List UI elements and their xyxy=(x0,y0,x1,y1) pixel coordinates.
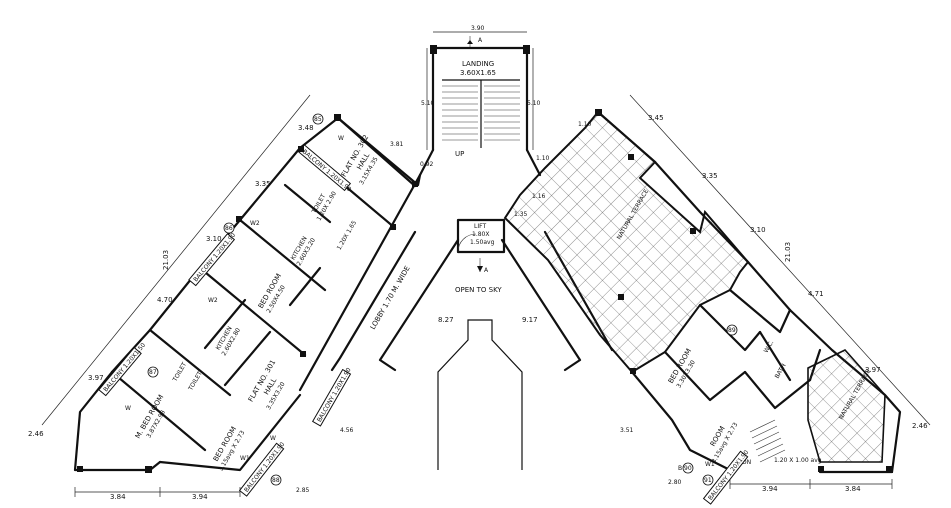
west-misc-4: 2.85 xyxy=(296,487,310,494)
east-bedroom: BED ROOM 3.30X3.30 xyxy=(667,347,697,389)
lift-size: 1.80X xyxy=(472,231,489,238)
west-unit-marker-1: 85 xyxy=(312,113,324,125)
window-w2-2: W2 xyxy=(208,297,218,304)
svg-text:86: 86 xyxy=(225,225,233,232)
center-dim-right: 9.17 xyxy=(522,316,538,324)
west-balcony-3: BALCONY 1.20X1.50 xyxy=(98,342,147,397)
east-stair-steps xyxy=(749,419,786,463)
bedroom-301: BED ROOM 3.15avg X 2.73 xyxy=(212,425,247,472)
east-room: ROOM 3.15avg X 2.73 xyxy=(709,421,740,464)
staircase: 3.90 A LANDING 3.60X1.65 UP 5.10 5.10 xyxy=(421,25,541,158)
window-w-3: W xyxy=(270,435,276,442)
svg-text:1.20X 1.65: 1.20X 1.65 xyxy=(336,219,359,251)
svg-text:BALCONY 1.20X1.90: BALCONY 1.20X1.90 xyxy=(243,441,286,494)
east-window-w1: W1 xyxy=(705,461,715,468)
center-dim-left: 8.27 xyxy=(438,316,454,324)
svg-text:TOILET: TOILET xyxy=(187,370,204,393)
west-outer-length: 21.03 xyxy=(162,250,170,270)
up-label: UP xyxy=(455,150,464,158)
east-bottom-dim-1: 3.94 xyxy=(762,485,778,493)
east-wing: 21.03 3.45 3.35 3.10 4.71 3.97 2.46 NATU… xyxy=(503,94,931,505)
west-unit-marker-3: 87 xyxy=(147,366,159,378)
svg-text:91: 91 xyxy=(704,477,712,484)
east-outer-length: 21.03 xyxy=(784,242,792,262)
west-wing: 21.03 3.48 3.35 3.10 4.70 3.97 2.46 BALC… xyxy=(28,94,434,501)
svg-text:TOILET: TOILET xyxy=(171,361,188,384)
kitchen-302: KITCHEN 2.60X3.20 xyxy=(290,235,317,267)
west-misc-2: 0.92 xyxy=(420,161,434,168)
east-stair-dim: 1.20 X 1.00 avg xyxy=(774,457,822,464)
west-toilets: TOILET TOILET xyxy=(171,361,204,393)
svg-text:88: 88 xyxy=(272,477,280,484)
kitchen-301: KITCHEN 2.60X2.80 xyxy=(215,325,242,357)
east-dim-3: 3.10 xyxy=(750,226,766,234)
west-misc-1: 3.81 xyxy=(390,141,404,148)
svg-text:BALCONY 1.20X1.90: BALCONY 1.20X1.90 xyxy=(316,367,353,424)
east-dim-1: 3.45 xyxy=(648,114,664,122)
section-mark-bottom: A xyxy=(484,267,489,274)
svg-text:90: 90 xyxy=(684,465,692,472)
east-dim-5: 3.97 xyxy=(865,366,881,374)
east-misc-5: 3.51 xyxy=(620,427,634,434)
lift-title: LIFT xyxy=(474,223,486,230)
east-misc-1: 1.10 xyxy=(578,121,592,128)
west-misc-3: 4.56 xyxy=(340,427,354,434)
dn-label: DN xyxy=(742,459,751,466)
west-dim-4: 4.70 xyxy=(157,296,173,304)
svg-text:87: 87 xyxy=(149,369,157,376)
east-dim-4: 4.71 xyxy=(808,290,824,298)
svg-text:BALCONY 1.20X1.50: BALCONY 1.20X1.50 xyxy=(102,342,147,394)
svg-text:89: 89 xyxy=(728,327,736,334)
stair-width-dim: 3.90 xyxy=(471,25,485,32)
east-unit-marker-3: 91 xyxy=(702,474,714,486)
section-mark-top: A xyxy=(478,37,483,44)
east-dim-6: 2.46 xyxy=(912,422,928,430)
east-misc-6: 2.80 xyxy=(668,479,682,486)
east-section-b: B xyxy=(678,465,682,472)
svg-text:85: 85 xyxy=(314,116,322,123)
west-dim-3: 3.10 xyxy=(206,235,222,243)
east-misc-3: 1.16 xyxy=(532,193,546,200)
west-unit-marker-2: 86 xyxy=(223,222,235,234)
toilet-302: TOILET 1.20X 2.90 xyxy=(310,190,338,222)
east-unit-marker-2: 90 xyxy=(682,462,694,474)
window-w-1: W xyxy=(338,135,344,142)
lift: LIFT 1.80X 1.50avg A xyxy=(456,218,506,274)
stair-right-dim: 5.10 xyxy=(527,100,541,107)
east-dim-2: 3.35 xyxy=(702,172,718,180)
west-balcony-5: BALCONY 1.20X1.90 xyxy=(238,441,286,497)
west-dim-1: 3.48 xyxy=(298,124,314,132)
west-bottom-dim-1: 3.84 xyxy=(110,493,126,501)
stair-left-dim: 5.10 xyxy=(421,100,435,107)
flat-301-labels: FLAT NO. 301 HALL 3.35X3.20 xyxy=(247,359,287,412)
flat-302-labels: FLAT NO. 302 HALL 3.15X4.35 xyxy=(340,134,380,187)
east-misc-4: 1.35 xyxy=(514,211,528,218)
lift-size-2: 1.50avg xyxy=(470,239,495,246)
passage-302: 1.20X 1.65 xyxy=(336,219,359,251)
west-balcony-4: BALCONY 1.20X1.90 xyxy=(311,367,353,427)
window-w2-1: W2 xyxy=(250,220,260,227)
landing-label: LANDING xyxy=(462,60,494,68)
west-dim-6: 2.46 xyxy=(28,430,44,438)
window-w-2: W xyxy=(125,405,131,412)
east-unit-marker-1: 89 xyxy=(726,324,738,336)
west-dim-5: 3.97 xyxy=(88,374,104,382)
west-unit-marker-4: 88 xyxy=(270,474,282,486)
bedroom-302: BED ROOM 2.50X4.50 xyxy=(257,272,287,314)
east-misc-2: 1.10 xyxy=(536,155,550,162)
window-w1-1: W1 xyxy=(240,455,250,462)
landing-size: 3.60X1.65 xyxy=(460,69,496,77)
west-dim-2: 3.35 xyxy=(255,180,271,188)
west-bottom-dim-2: 3.94 xyxy=(192,493,208,501)
open-to-sky-label: OPEN TO SKY xyxy=(455,286,502,294)
east-bottom-dim-2: 3.84 xyxy=(845,485,861,493)
